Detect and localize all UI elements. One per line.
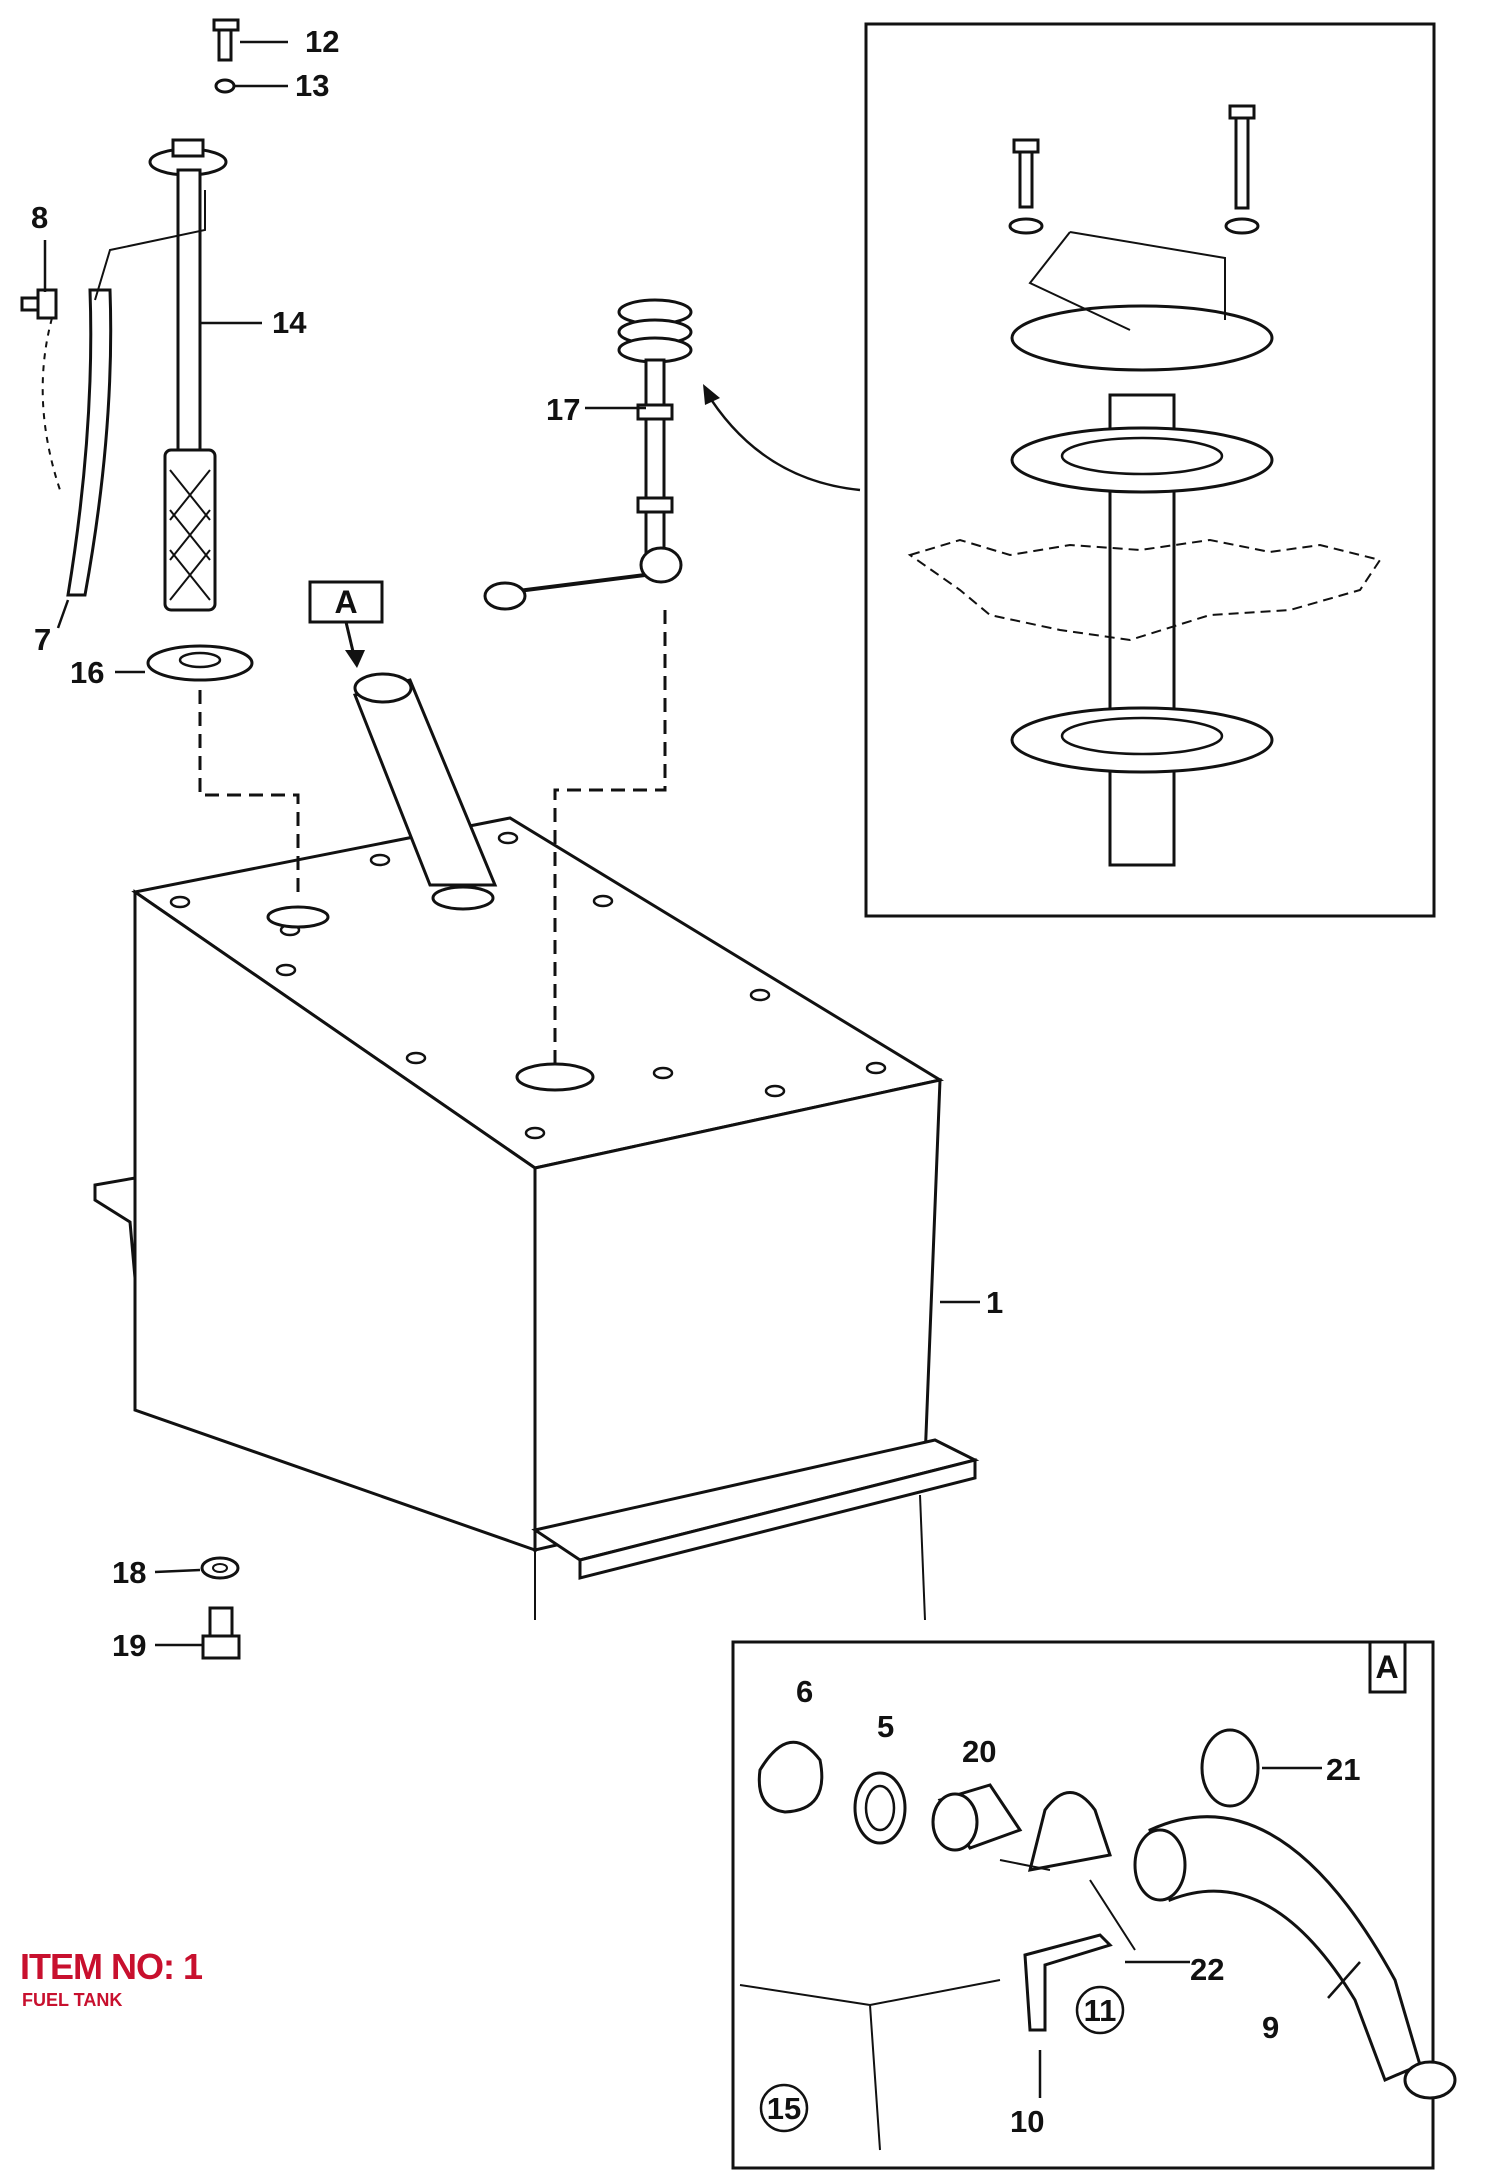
fuel-level-sender: [483, 298, 693, 611]
circled-part-22: 15: [759, 2083, 809, 2133]
gasket-ring: [146, 644, 254, 682]
part-number: 20: [962, 1734, 996, 1769]
sender-mounting-inset: [864, 22, 1436, 918]
part-number: 22: [1190, 1952, 1224, 1987]
guide-line: [553, 610, 667, 1065]
part-number: 19: [112, 1628, 146, 1663]
guide-line: [198, 690, 300, 900]
fuel-hose: [41, 190, 206, 597]
svg-text:A: A: [334, 584, 357, 620]
drain-plug-washer: [200, 1556, 240, 1580]
part-number: 9: [1262, 2010, 1279, 2045]
washer: [214, 78, 236, 94]
circled-part-21: 11: [1075, 1985, 1125, 2035]
part-number: 18: [112, 1555, 146, 1590]
svg-text:A: A: [1375, 1649, 1398, 1685]
part-number: 7: [34, 622, 51, 657]
part-number: 17: [546, 392, 580, 427]
filler-assembly-inset: A: [731, 1640, 1457, 2170]
filler-neck-pipe: [352, 672, 498, 887]
svg-text:11: 11: [1084, 1993, 1117, 2028]
hose-fitting: [20, 288, 58, 320]
leader-lines: [43, 40, 1361, 2098]
part-number: 12: [305, 24, 339, 59]
fuel-tank-body: [93, 816, 980, 1621]
part-number: 21: [1326, 1752, 1360, 1787]
part-number: 14: [272, 305, 307, 340]
part-number: 6: [796, 1674, 813, 1709]
drain-plug: [201, 1606, 241, 1660]
part-number: 1: [986, 1285, 1003, 1320]
part-number: 13: [295, 68, 329, 103]
fuel-pickup-tube: [148, 138, 228, 612]
part-number: 5: [877, 1709, 894, 1744]
arrow-head: [703, 384, 720, 405]
part-number: 16: [70, 655, 104, 690]
part-number: 8: [31, 200, 48, 235]
item-number-caption: ITEM NO: 1: [20, 1946, 203, 1987]
item-name-caption: FUEL TANK: [22, 1990, 123, 2010]
screw: [212, 18, 240, 62]
part-number: 10: [1010, 2104, 1044, 2139]
detail-arrow: [703, 389, 861, 492]
svg-text:15: 15: [767, 2091, 801, 2126]
detail-a-tag: A: [308, 580, 384, 668]
